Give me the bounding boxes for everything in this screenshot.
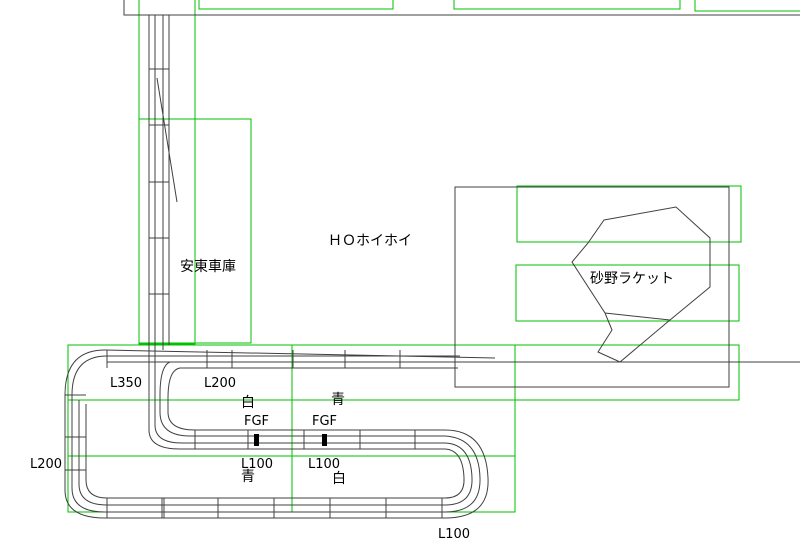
left-track-joints <box>65 394 86 471</box>
upper-track-joints <box>106 350 401 368</box>
track-length-label: L100 <box>438 527 471 542</box>
middle-rail-top <box>167 411 445 431</box>
bottom-rail-outer <box>64 489 445 519</box>
upper-rail-outer <box>64 349 496 396</box>
spur-curve-inner <box>167 367 181 412</box>
line-color-label: 青 <box>331 392 345 408</box>
area-name-label: ＨＯホイホイ <box>328 233 412 249</box>
spur-curve-outer <box>159 361 171 412</box>
station-building-outline <box>571 206 711 363</box>
right-curve-outer <box>444 429 489 519</box>
board-frame-right-1 <box>516 185 742 243</box>
station-platform-outline <box>454 186 730 388</box>
track-length-label: L200 <box>204 376 237 391</box>
station-label: 砂野ラケット <box>590 271 674 287</box>
middle-rail-mid <box>154 424 445 444</box>
bottom-rail-3 <box>78 483 445 506</box>
line-color-label: 青 <box>241 469 255 485</box>
board-frame-top-3 <box>694 0 800 12</box>
board-frame-depot-column <box>138 0 196 345</box>
bottom-rail-4 <box>85 479 445 499</box>
line-color-label: 白 <box>332 471 346 487</box>
middle-track-joints <box>194 430 416 449</box>
right-curve-2 <box>444 435 481 513</box>
tracks <box>64 14 800 519</box>
board-frame-depot <box>138 118 252 344</box>
fgf-marker-b <box>322 434 327 446</box>
right-curve-3 <box>444 442 473 506</box>
track-length-label: L100 <box>241 457 274 472</box>
station-building-divider <box>604 312 671 321</box>
track-length-label: L100 <box>308 457 341 472</box>
bottom-track-joints <box>106 498 443 518</box>
depot-label: 安東車庫 <box>180 259 236 275</box>
fgf-label: FGF <box>244 414 270 429</box>
fgf-label: FGF <box>312 414 338 429</box>
depot-turnout-line <box>156 77 178 203</box>
middle-rail-upper <box>159 411 445 437</box>
fgf-marker-a <box>254 434 259 446</box>
board-frame-top-2 <box>453 0 681 10</box>
right-curve-4 <box>444 448 465 499</box>
fgf-markers <box>254 434 327 446</box>
line-color-label: 白 <box>241 395 255 411</box>
track-length-label: L200 <box>30 457 63 472</box>
board-frame-top-1 <box>198 0 394 10</box>
middle-rail-lower <box>148 429 445 450</box>
depot-track-joints <box>149 68 169 295</box>
structures <box>123 0 800 388</box>
room-wall <box>123 0 800 16</box>
bottom-rail-2 <box>71 487 445 513</box>
board-frame-right-2 <box>515 264 740 322</box>
track-length-label: L350 <box>110 376 143 391</box>
